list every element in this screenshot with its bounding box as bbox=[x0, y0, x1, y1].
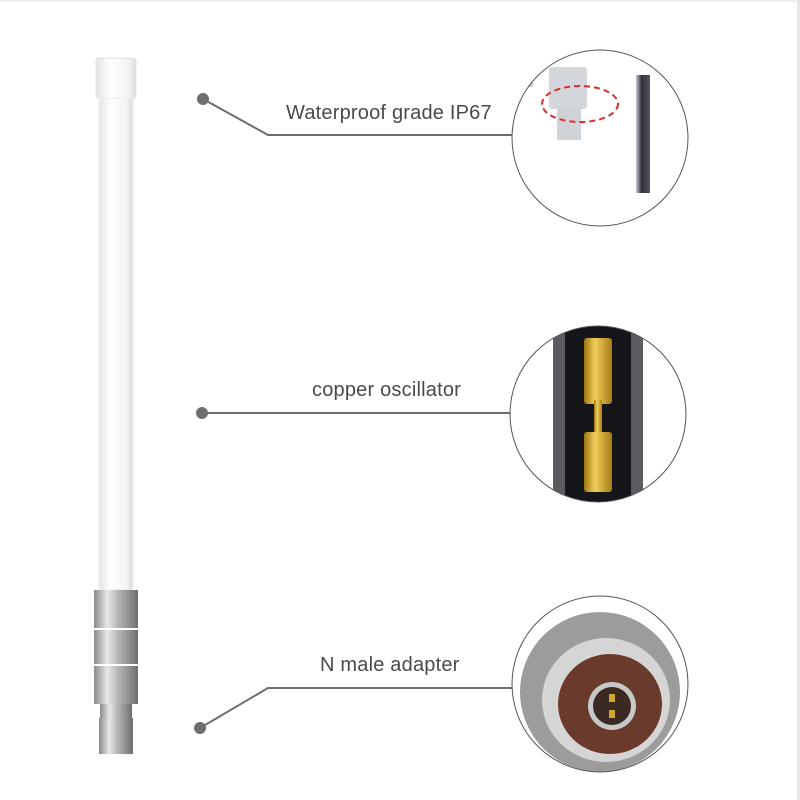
metal-base-3 bbox=[94, 666, 138, 704]
callout-label-waterproof: Waterproof grade IP67 bbox=[286, 102, 492, 124]
callout-label-adapter: N male adapter bbox=[320, 654, 460, 676]
top-border bbox=[0, 0, 800, 2]
callout-label-oscillator: copper oscillator bbox=[312, 379, 462, 401]
waterproof-detail bbox=[512, 50, 688, 226]
callout-dot-waterproof bbox=[197, 93, 209, 105]
oscillator-detail bbox=[510, 326, 686, 502]
radome-tube bbox=[98, 97, 134, 591]
detail-circle-3 bbox=[511, 595, 689, 773]
metal-base-2 bbox=[94, 630, 138, 664]
callout-line-waterproof bbox=[202, 98, 512, 136]
callout-dot-oscillator bbox=[196, 407, 208, 419]
callout-line-adapter bbox=[199, 687, 512, 729]
callout-dot-adapter bbox=[194, 722, 206, 734]
right-border bbox=[797, 0, 800, 800]
detail-circle-2 bbox=[509, 325, 687, 503]
connector-knurled-nut bbox=[99, 718, 133, 754]
radome-cap bbox=[95, 57, 137, 99]
detail-circle-1 bbox=[511, 49, 689, 227]
connector-neck bbox=[100, 704, 132, 718]
antenna bbox=[94, 57, 138, 754]
adapter-detail bbox=[512, 596, 688, 772]
metal-base-1 bbox=[94, 590, 138, 628]
